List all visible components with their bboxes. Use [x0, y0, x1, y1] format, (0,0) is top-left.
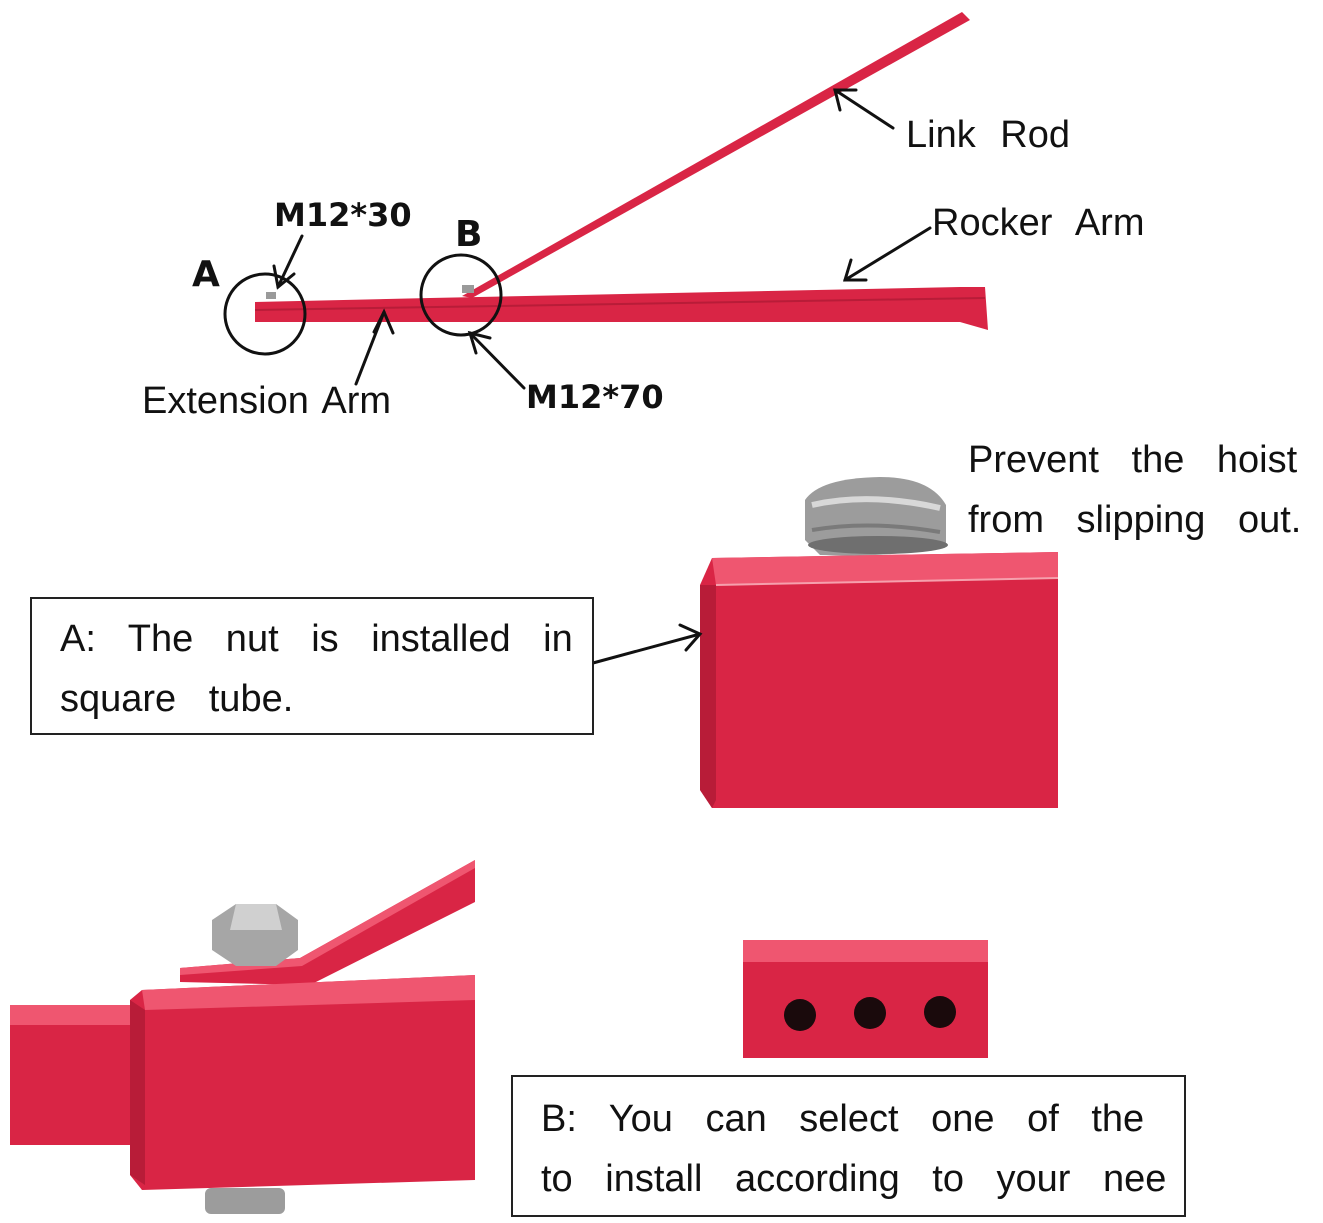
- bolt-b-icon: [462, 285, 474, 293]
- arrows: [272, 88, 932, 390]
- prevent-note-line-1: Prevent the hoist: [968, 439, 1298, 481]
- square-tube: [700, 552, 1059, 808]
- assembly-diagram: [223, 12, 988, 390]
- note-a-line-2: square tube.: [60, 678, 294, 720]
- hex-bolt-icon: [805, 477, 948, 556]
- note-b-box: B: You can select one of the to install …: [511, 1075, 1186, 1217]
- bolt-a-spec-label: M12*30: [274, 196, 412, 234]
- adjustment-holes-photo: [743, 940, 988, 1058]
- rocker-arm: [255, 287, 988, 330]
- circle-a: [223, 272, 307, 356]
- circle-b: [419, 253, 503, 337]
- bolt-a-icon: [266, 292, 276, 299]
- hole-3-icon: [924, 996, 956, 1028]
- note-b-line-2: to install according to your nee: [541, 1158, 1167, 1200]
- joint-photo: [10, 860, 475, 1214]
- point-a-label: A: [192, 254, 220, 295]
- prevent-note-line-2: from slipping out.: [968, 499, 1302, 541]
- bolt-b-spec-label: M12*70: [526, 378, 664, 416]
- hole-2-icon: [854, 997, 886, 1029]
- link-rod: [462, 12, 970, 298]
- link-rod-label: Link Rod: [906, 114, 1070, 156]
- hole-1-icon: [784, 999, 816, 1031]
- point-b-label: B: [455, 214, 483, 255]
- prevent-slip-note: Prevent the hoist from slipping out.: [968, 430, 1301, 550]
- detail-a-photo: [591, 477, 1059, 808]
- note-a-line-1: A: The nut is installed in: [60, 618, 573, 660]
- note-a-box: A: The nut is installed in square tube.: [30, 597, 594, 735]
- note-b-line-1: B: You can select one of the: [541, 1098, 1145, 1140]
- rocker-arm-label: Rocker Arm: [932, 202, 1145, 244]
- extension-arm-label: Extension Arm: [142, 380, 391, 422]
